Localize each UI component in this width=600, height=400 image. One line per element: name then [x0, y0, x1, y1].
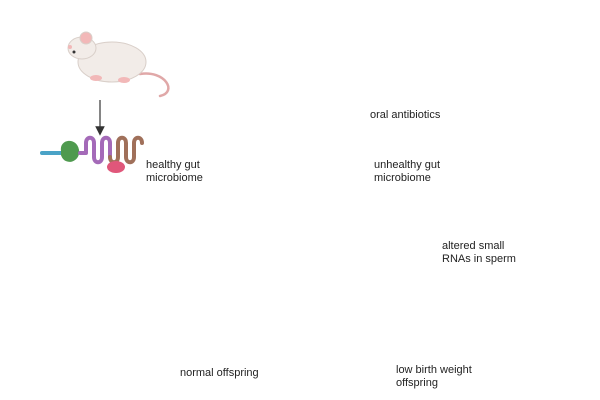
label-low-birth-weight-line1: low birth weight — [396, 364, 472, 376]
label-oral-antibiotics: oral antibiotics — [370, 109, 441, 121]
label-healthy-gut-line1: healthy gut — [146, 159, 200, 171]
label-unhealthy-gut-line1: unhealthy gut — [374, 159, 441, 171]
label-low-birth-weight-line2: offspring — [396, 377, 438, 389]
label-unhealthy-gut-line2: microbiome — [374, 172, 431, 184]
label-normal-offspring: normal offspring — [180, 367, 259, 379]
parent-mouse-left-icon — [67, 31, 170, 98]
label-healthy-gut-line2: microbiome — [146, 172, 203, 184]
label-altered-rnas-line1: altered small — [442, 240, 505, 252]
label-altered-rnas-line2: RNAs in sperm — [442, 253, 516, 265]
healthy-gut-icon — [40, 135, 144, 173]
